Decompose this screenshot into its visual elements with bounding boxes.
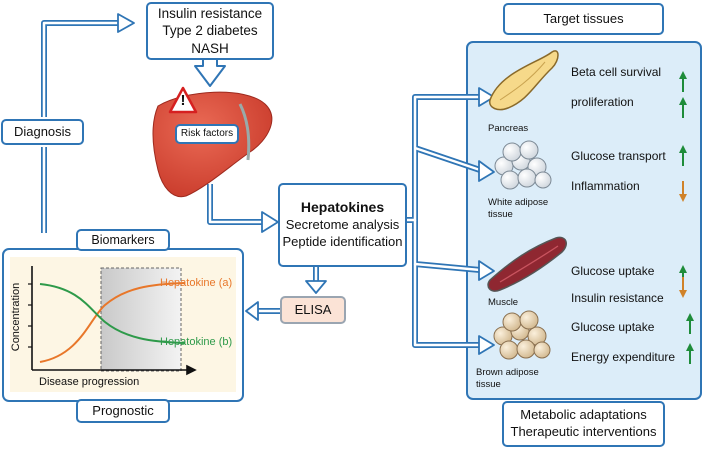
series-a-curve [39, 282, 186, 363]
series-b-curve [39, 283, 186, 344]
tissue-name-muscle: Muscle [488, 297, 519, 308]
tissue-name-white-adipose-2: tissue [488, 209, 513, 220]
effect-label: Beta cell survival [571, 65, 662, 79]
brown-adipose-icon [493, 310, 551, 360]
tissue-name-brown-adipose-1: Brown adipose [476, 367, 539, 378]
tissue-name-white-adipose-1: White adipose [488, 197, 549, 208]
effect-arrow-up [679, 97, 687, 118]
effect-arrow-up [686, 343, 694, 364]
condition-3: NASH [191, 40, 229, 56]
hepatokines-box: Hepatokines Secretome analysis Peptide i… [278, 183, 407, 267]
warning-icon [168, 86, 198, 114]
target-tissues-panel [466, 41, 702, 400]
elisa-box: ELISA [280, 296, 346, 324]
plot-ticks [28, 283, 32, 348]
arrow-inner [42, 21, 481, 347]
condition-1: Insulin resistance [157, 6, 263, 22]
effect-arrows [679, 71, 694, 364]
effect-arrow-up [679, 145, 687, 166]
liver-ligament [238, 103, 251, 161]
warning-mark: ! [180, 92, 186, 109]
outcome-2: Therapeutic interventions [510, 424, 657, 439]
tissue-name-pancreas: Pancreas [488, 123, 529, 134]
effect-label: Glucose uptake [571, 320, 655, 334]
condition-2: Type 2 diabetes [162, 23, 258, 39]
series-a-label: Hepatokine (a) [160, 277, 233, 289]
target-tissues-header: Target tissues [503, 3, 664, 35]
outcome-1: Metabolic adaptations [520, 407, 647, 423]
hepatokines-line-2: Peptide identification [282, 233, 403, 249]
plot-ylabel: Concentration [10, 282, 22, 352]
biomarkers-box: Biomarkers [76, 229, 170, 251]
effect-label: Energy expenditure [571, 350, 676, 364]
effect-arrow-up [686, 313, 694, 334]
effect-label: Insulin resistance [571, 291, 664, 305]
progression-shade [100, 267, 182, 372]
plot-axes [31, 266, 197, 376]
muscle-icon [487, 236, 567, 292]
prognostic-box: Prognostic [76, 399, 170, 423]
white-adipose-icon [494, 140, 552, 190]
effect-arrow-down [679, 277, 687, 298]
effect-arrow-down [679, 181, 687, 202]
hepatokines-line-1: Secretome analysis [285, 217, 400, 233]
effect-label: Glucose uptake [571, 264, 655, 278]
plot-xlabel: Disease progression [39, 376, 140, 388]
risk-factors-label: Risk factors [175, 124, 239, 144]
effect-arrow-up [679, 71, 687, 92]
liver-shape [152, 91, 273, 198]
arrow-heads [117, 13, 495, 355]
outcomes-box: Metabolic adaptations Therapeutic interv… [502, 401, 665, 447]
effect-label: Inflammation [571, 179, 640, 193]
hepatokines-title: Hepatokines [300, 199, 385, 216]
effect-label: Glucose transport [571, 149, 666, 163]
series-b-label: Hepatokine (b) [160, 336, 233, 348]
effect-label: proliferation [571, 95, 634, 109]
diagnosis-box: Diagnosis [1, 119, 84, 145]
pancreas-icon [489, 50, 559, 111]
conditions-box: Insulin resistance Type 2 diabetes NASH [146, 2, 274, 60]
tissue-name-brown-adipose-2: tissue [476, 379, 501, 390]
